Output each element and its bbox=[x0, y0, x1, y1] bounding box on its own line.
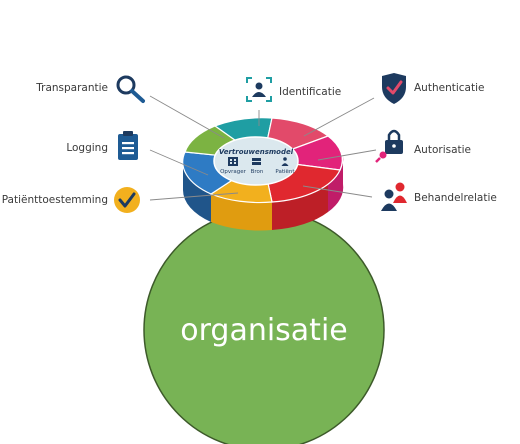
building-icon bbox=[228, 157, 238, 166]
feature-label: Identificatie bbox=[279, 86, 341, 98]
feature-behandelrelatie: Behandelrelatie bbox=[381, 182, 497, 211]
shield-check-icon bbox=[382, 73, 406, 104]
connector-lines bbox=[149, 95, 377, 201]
clipboard-icon bbox=[118, 131, 138, 160]
hub-role-bron: Bron bbox=[251, 169, 264, 175]
users-icon bbox=[381, 182, 407, 211]
checkmark-circle-icon bbox=[114, 187, 140, 213]
feature-label: Authenticatie bbox=[414, 82, 484, 94]
patient-icon bbox=[281, 157, 289, 166]
feature-label: Logging bbox=[66, 142, 108, 154]
hub-role-opvrager: Opvrager bbox=[220, 169, 247, 175]
trust-model-hub: Vertrouwensmodel Opvrager Bron Patiënt bbox=[213, 136, 299, 186]
feature-identificatie: Identificatie bbox=[246, 77, 341, 102]
hub-title: Vertrouwensmodel bbox=[219, 148, 294, 156]
organisation-label: organisatie bbox=[180, 313, 348, 348]
feature-logging: Logging bbox=[66, 131, 138, 160]
feature-autorisatie: Autorisatie bbox=[375, 129, 471, 163]
magnifier-icon bbox=[116, 75, 145, 103]
feature-transparantie: Transparantie bbox=[35, 75, 145, 103]
feature-patienttoestemming: Patiënttoestemming bbox=[2, 187, 140, 213]
feature-label: Patiënttoestemming bbox=[2, 194, 108, 206]
server-icon bbox=[252, 158, 261, 165]
user-scan-icon bbox=[246, 77, 272, 102]
feature-label: Autorisatie bbox=[414, 144, 471, 156]
hub-role-patient: Patiënt bbox=[275, 169, 295, 175]
feature-authenticatie: Authenticatie bbox=[382, 73, 484, 104]
feature-label: Behandelrelatie bbox=[414, 192, 497, 204]
padlock-key-icon bbox=[375, 129, 403, 163]
feature-label: Transparantie bbox=[35, 82, 108, 94]
